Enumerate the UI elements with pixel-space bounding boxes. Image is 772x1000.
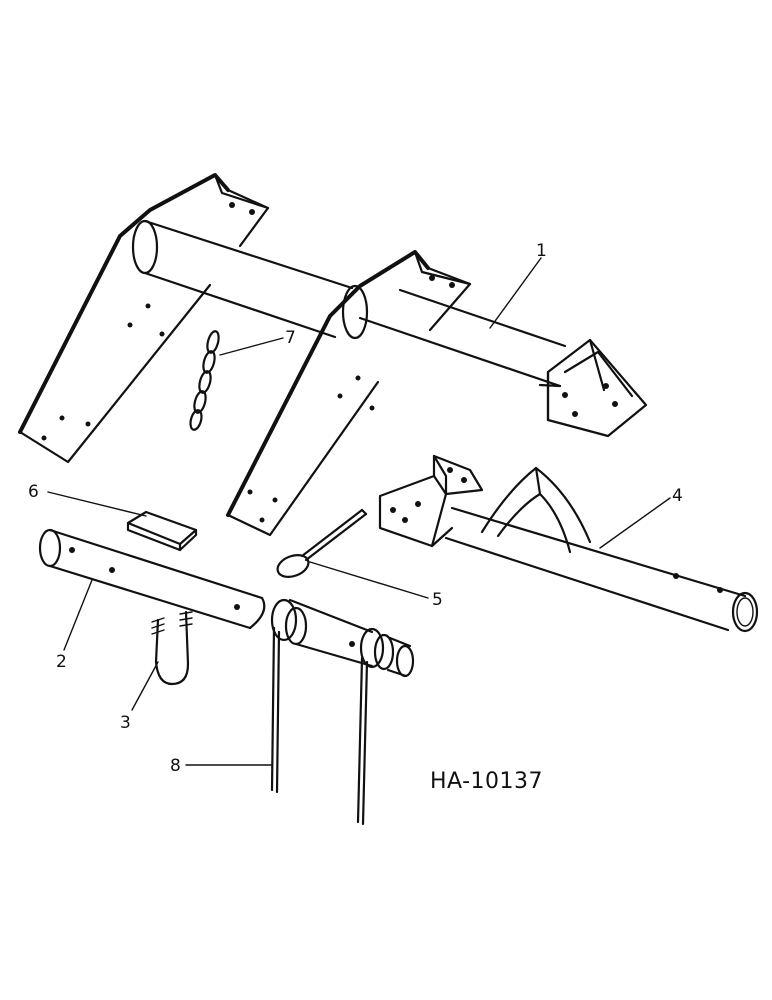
callout-3: 3	[120, 713, 131, 733]
part-5-pin	[276, 508, 368, 578]
callout-2: 2	[56, 652, 67, 672]
leader-5	[309, 561, 429, 599]
callout-8: 8	[170, 756, 181, 776]
callout-7: 7	[285, 328, 296, 348]
leader-lines	[47, 257, 671, 766]
part-6-pad	[126, 510, 198, 552]
callout-1: 1	[536, 241, 547, 261]
part-7-chain	[189, 330, 220, 431]
callout-5: 5	[432, 590, 443, 610]
leader-6	[47, 491, 147, 517]
leader-2	[63, 579, 93, 651]
drawing-number: HA-10137	[430, 769, 543, 794]
part-3-u-bolt	[151, 610, 193, 686]
leader-4	[599, 497, 671, 549]
part-4-hitch-tube	[378, 454, 759, 633]
callout-6: 6	[28, 482, 39, 502]
callout-4: 4	[672, 486, 683, 506]
leader-3	[131, 661, 159, 711]
leader-7	[219, 337, 284, 356]
part-2-tube	[38, 528, 266, 630]
part-1-frame-tube	[18, 173, 648, 537]
leader-1	[489, 257, 542, 329]
part-8-tines	[270, 598, 415, 826]
